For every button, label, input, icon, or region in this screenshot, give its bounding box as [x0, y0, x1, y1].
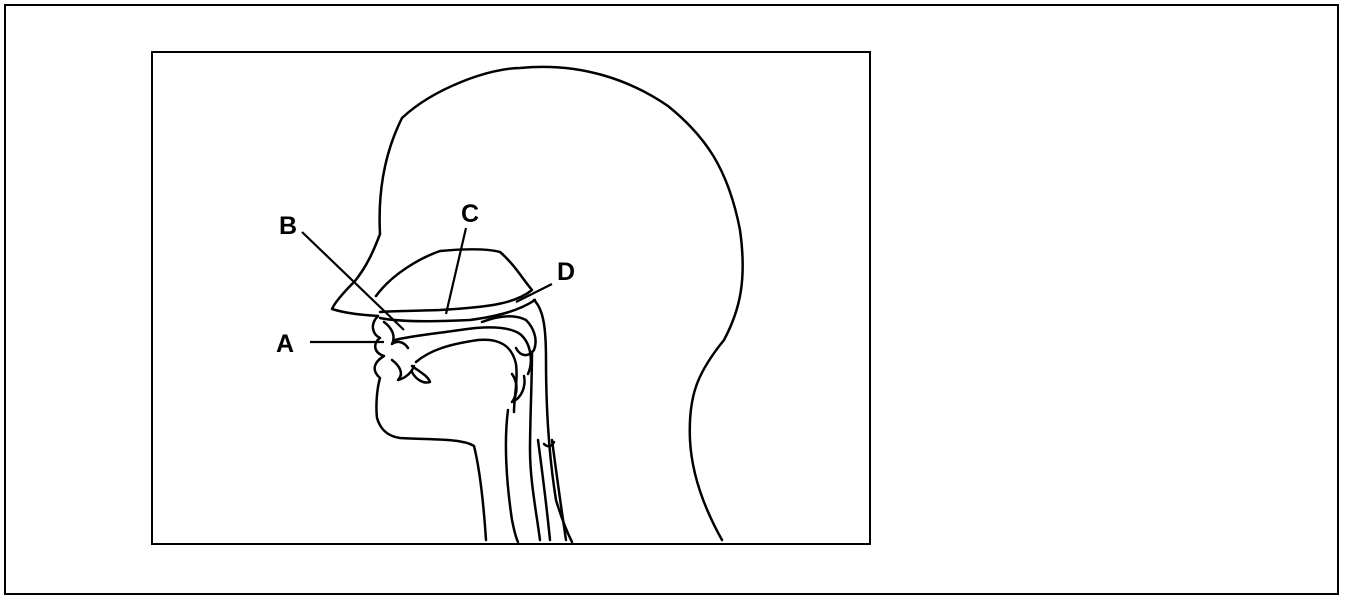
- tongue-tip: [412, 366, 430, 383]
- label-d: D: [557, 258, 575, 286]
- larynx: [506, 410, 518, 542]
- upper-teeth: [384, 322, 408, 348]
- face-lower-outline: [373, 316, 486, 540]
- epiglottis: [512, 374, 525, 402]
- leader-lines: [302, 228, 552, 342]
- head-outline: [332, 67, 743, 542]
- pharynx-back-wall: [534, 300, 572, 542]
- oral-floor: [416, 340, 517, 412]
- leader-line-c: [446, 228, 466, 314]
- nose-outline: [332, 234, 380, 316]
- lower-teeth: [392, 360, 414, 380]
- figure-border: [152, 52, 870, 544]
- trachea-left: [538, 440, 550, 540]
- label-c: C: [461, 200, 479, 228]
- label-a: A: [276, 330, 294, 358]
- skull-outline: [380, 67, 743, 540]
- label-b: B: [279, 212, 297, 240]
